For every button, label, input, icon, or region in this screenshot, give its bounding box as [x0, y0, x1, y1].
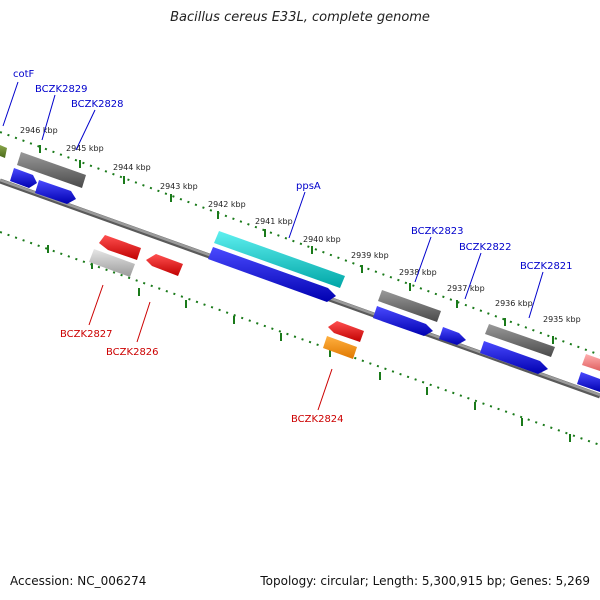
gene-label: BCZK2828 — [71, 99, 124, 110]
gene-label: BCZK2829 — [35, 84, 88, 95]
gene-feature[interactable] — [328, 321, 364, 342]
gene-feature[interactable] — [480, 341, 548, 374]
gene-label: ppsA — [296, 181, 321, 192]
gene-feature[interactable] — [146, 254, 183, 276]
reverse-features — [89, 235, 364, 359]
kbp-label: 2944 kbp — [113, 163, 151, 172]
gene-feature[interactable] — [208, 247, 336, 302]
gene-feature[interactable] — [373, 306, 433, 336]
gene-feature[interactable] — [0, 145, 7, 158]
gene-label: BCZK2824 — [291, 414, 344, 425]
gene-feature[interactable] — [89, 249, 135, 277]
kbp-label: 2936 kbp — [495, 299, 533, 308]
kbp-label: 2935 kbp — [543, 315, 581, 324]
outer-tick-track — [0, 131, 600, 356]
genome-summary-text: Topology: circular; Length: 5,300,915 bp… — [260, 574, 590, 588]
kbp-label: 2943 kbp — [160, 182, 198, 191]
kbp-label: 2940 kbp — [303, 235, 341, 244]
gene-labels: cotF BCZK2829 BCZK2828 ppsA BCZK2823 BCZ… — [13, 69, 573, 425]
gene-feature[interactable] — [439, 327, 466, 345]
kbp-label: 2946 kbp — [20, 126, 58, 135]
gene-feature[interactable] — [323, 336, 357, 359]
map-title: Bacillus cereus E33L, complete genome — [170, 10, 430, 25]
gene-feature[interactable] — [582, 354, 600, 371]
gene-feature[interactable] — [35, 180, 76, 204]
kbp-labels: 2946 kbp 2945 kbp 2944 kbp 2943 kbp 2942… — [20, 126, 581, 324]
outer-major-ticks — [39, 145, 554, 344]
gene-feature[interactable] — [17, 152, 86, 188]
kbp-label: 2941 kbp — [255, 217, 293, 226]
gene-label: BCZK2821 — [520, 261, 573, 272]
gene-label: BCZK2823 — [411, 226, 464, 237]
gene-label: BCZK2827 — [60, 329, 113, 340]
gene-feature[interactable] — [485, 324, 555, 357]
gene-label: BCZK2822 — [459, 242, 512, 253]
gene-feature[interactable] — [577, 372, 600, 392]
kbp-label: 2942 kbp — [208, 200, 246, 209]
forward-features — [0, 145, 600, 392]
kbp-label: 2939 kbp — [351, 251, 389, 260]
label-leaders — [2, 81, 544, 411]
gene-label: BCZK2826 — [106, 347, 159, 358]
kbp-label: 2937 kbp — [447, 284, 485, 293]
gene-feature[interactable] — [99, 235, 141, 260]
gene-label: cotF — [13, 69, 35, 80]
gene-feature[interactable] — [214, 231, 345, 288]
gene-feature[interactable] — [378, 290, 441, 322]
kbp-label: 2945 kbp — [66, 144, 104, 153]
gene-feature[interactable] — [10, 168, 37, 188]
accession-text: Accession: NC_006274 — [10, 574, 147, 588]
